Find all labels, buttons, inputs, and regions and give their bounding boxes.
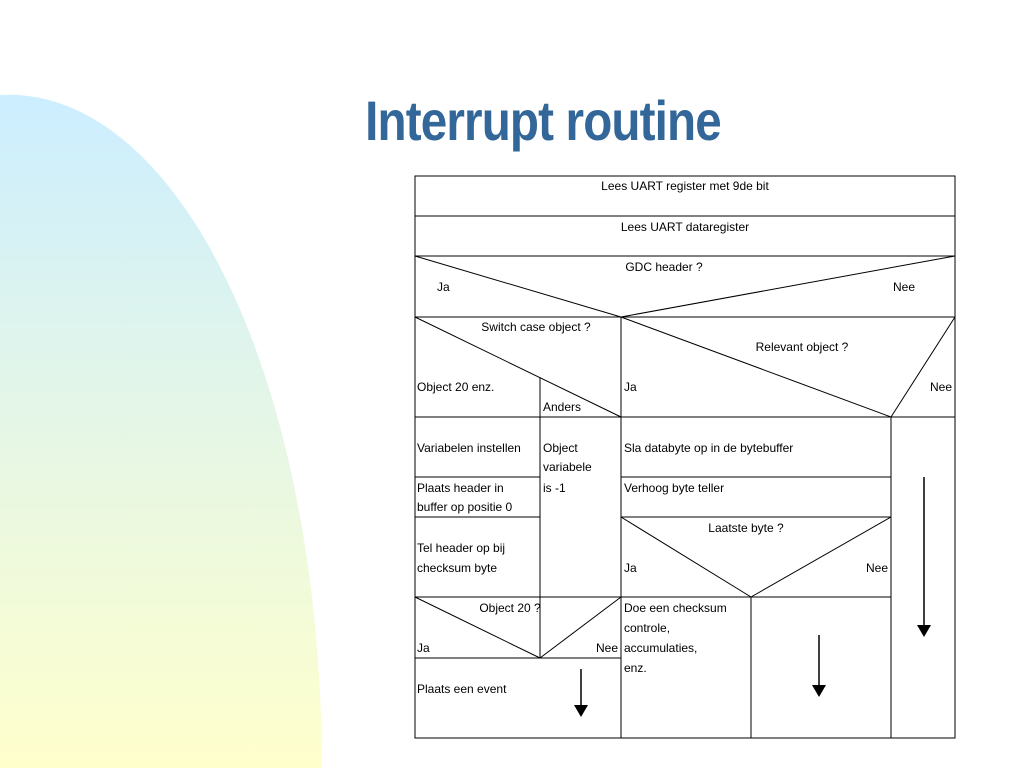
action-plaats-header-line-2: buffer op positie 0 (417, 500, 513, 514)
action-plaats-een-event: Plaats een event (417, 682, 507, 696)
object-20-question: Object 20 ? (479, 601, 541, 615)
action-tel-header-line-1: Tel header op bij (417, 541, 505, 555)
switch-case-question: Switch case object ? (481, 320, 591, 334)
object-20-no-label: Nee (596, 641, 618, 655)
action-plaats-header-line-1: Plaats header in (417, 481, 504, 495)
action-checksum-line-2: controle, (624, 621, 670, 635)
action-object-variabele-line-2: variabele (543, 460, 592, 474)
action-checksum-line-4: enz. (624, 661, 647, 675)
background-gradient-shape (0, 94, 322, 768)
laatste-byte-question: Laatste byte ? (708, 521, 784, 535)
down-arrow-icon (574, 669, 588, 717)
relevant-no-label: Nee (930, 380, 952, 394)
relevant-object-question: Relevant object ? (756, 340, 849, 354)
object-20-yes-label: Ja (417, 641, 430, 655)
switch-case-default: Anders (543, 400, 581, 414)
down-arrow-icon (917, 477, 931, 637)
action-verhoog-byte-teller: Verhoog byte teller (624, 481, 724, 495)
action-tel-header-line-2: checksum byte (417, 561, 497, 575)
gdc-no-label: Nee (893, 280, 915, 294)
switch-case-object-20: Object 20 enz. (417, 380, 494, 394)
laatste-byte-no-label: Nee (866, 561, 888, 575)
diagram-structure-lines (414, 175, 956, 739)
action-variabelen-instellen: Variabelen instellen (417, 441, 521, 455)
slide-title: Interrupt routine (365, 89, 722, 152)
down-arrow-icon (812, 635, 826, 697)
action-checksum-line-3: accumulaties, (624, 641, 697, 655)
action-object-variabele-line-1: Object (543, 441, 578, 455)
step-read-uart-data: Lees UART dataregister (621, 220, 749, 234)
gdc-yes-label: Ja (437, 280, 450, 294)
relevant-yes-label: Ja (624, 380, 637, 394)
action-checksum-line-1: Doe een checksum (624, 601, 727, 615)
laatste-byte-yes-label: Ja (624, 561, 637, 575)
action-sla-databyte-op: Sla databyte op in de bytebuffer (624, 441, 793, 455)
step-read-uart-9th-bit: Lees UART register met 9de bit (601, 179, 769, 193)
nassi-shneiderman-diagram: Lees UART register met 9de bit Lees UART… (414, 175, 956, 739)
action-object-variabele-line-3: is -1 (543, 481, 566, 495)
gdc-header-question: GDC header ? (625, 260, 703, 274)
